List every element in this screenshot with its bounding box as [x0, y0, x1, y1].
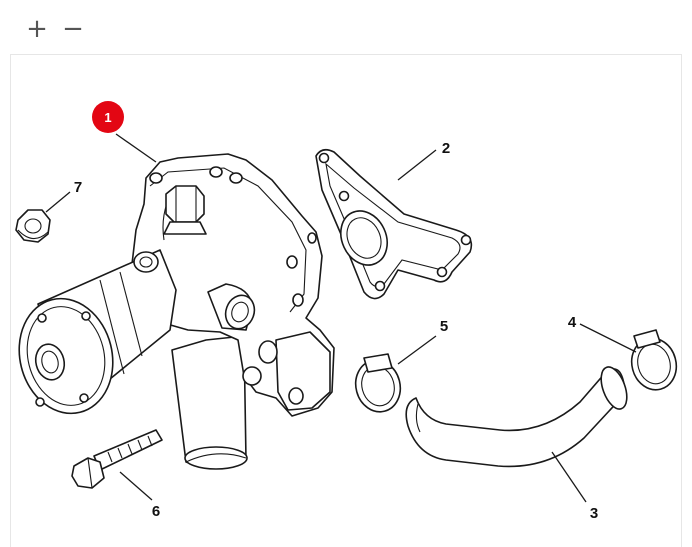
zoom-controls: + −: [26, 14, 84, 44]
leader-line-5: [397, 335, 437, 365]
gasket-part[interactable]: [315, 148, 473, 300]
water-pump-part[interactable]: [7, 153, 335, 470]
hose-part[interactable]: [405, 364, 632, 468]
leader-line-7: [45, 191, 71, 213]
leader-line-4: [579, 323, 637, 353]
callout-2[interactable]: 2: [442, 140, 450, 157]
callout-6[interactable]: 6: [152, 503, 160, 520]
flange-nut-part[interactable]: [15, 209, 51, 243]
toolbar-divider: [10, 54, 682, 55]
callout-4[interactable]: 4: [568, 314, 577, 331]
hose-clamp-5-part[interactable]: [350, 353, 406, 417]
hose-clamp-4-part[interactable]: [626, 329, 682, 395]
zoom-out-button[interactable]: −: [62, 14, 84, 44]
callout-3[interactable]: 3: [590, 505, 598, 522]
selected-callout-badge[interactable]: [92, 101, 124, 133]
leader-line-2: [397, 149, 437, 181]
callout-7[interactable]: 7: [74, 179, 82, 196]
leader-line-3: [551, 451, 587, 503]
panel-left-border: [10, 54, 11, 547]
panel-right-border: [681, 54, 682, 547]
callout-1[interactable]: 1: [104, 110, 111, 125]
leader-line-1: [115, 133, 157, 163]
bolt-part[interactable]: [71, 429, 163, 489]
leader-line-6: [119, 471, 153, 501]
zoom-in-button[interactable]: +: [26, 14, 48, 44]
callout-5[interactable]: 5: [440, 318, 448, 335]
